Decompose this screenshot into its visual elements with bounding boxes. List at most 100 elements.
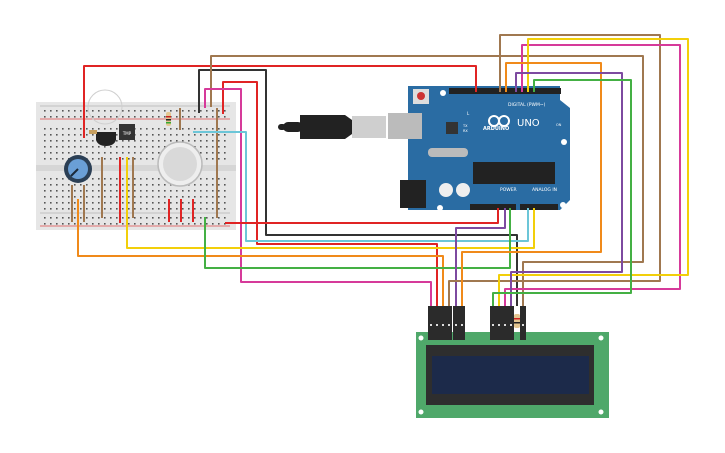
breadboard-hole[interactable] <box>56 217 58 219</box>
breadboard-hole[interactable] <box>104 217 106 219</box>
breadboard-hole[interactable] <box>50 196 52 198</box>
breadboard-hole[interactable] <box>50 146 52 148</box>
breadboard-hole[interactable] <box>182 217 184 219</box>
breadboard-hole[interactable] <box>56 128 58 130</box>
breadboard-hole[interactable] <box>194 116 196 118</box>
breadboard-hole[interactable] <box>224 178 226 180</box>
breadboard-hole[interactable] <box>218 134 220 136</box>
breadboard-hole[interactable] <box>74 110 76 112</box>
breadboard-hole[interactable] <box>134 146 136 148</box>
breadboard-hole[interactable] <box>86 184 88 186</box>
breadboard-hole[interactable] <box>104 196 106 198</box>
breadboard-hole[interactable] <box>128 110 130 112</box>
breadboard-hole[interactable] <box>206 158 208 160</box>
breadboard-hole[interactable] <box>200 190 202 192</box>
wire-brown[interactable] <box>448 34 661 306</box>
breadboard-hole[interactable] <box>158 146 160 148</box>
breadboard-hole[interactable] <box>128 158 130 160</box>
breadboard-hole[interactable] <box>212 116 214 118</box>
breadboard-hole[interactable] <box>92 196 94 198</box>
breadboard-hole[interactable] <box>224 146 226 148</box>
breadboard-hole[interactable] <box>164 146 166 148</box>
breadboard-hole[interactable] <box>194 110 196 112</box>
breadboard-hole[interactable] <box>50 152 52 154</box>
breadboard-hole[interactable] <box>176 116 178 118</box>
breadboard-hole[interactable] <box>158 152 160 154</box>
arduino-uno[interactable]: DIGITAL (PWM~) ARDUINO UNO POWER ANALOG … <box>388 86 570 211</box>
breadboard-hole[interactable] <box>140 134 142 136</box>
breadboard-hole[interactable] <box>50 158 52 160</box>
breadboard-hole[interactable] <box>98 190 100 192</box>
breadboard-hole[interactable] <box>140 208 142 210</box>
breadboard-hole[interactable] <box>212 152 214 154</box>
breadboard-hole[interactable] <box>74 223 76 225</box>
breadboard-hole[interactable] <box>68 217 70 219</box>
breadboard-hole[interactable] <box>74 146 76 148</box>
breadboard-hole[interactable] <box>110 178 112 180</box>
breadboard-hole[interactable] <box>176 190 178 192</box>
breadboard-hole[interactable] <box>206 202 208 204</box>
breadboard-hole[interactable] <box>152 140 154 142</box>
header-pin[interactable] <box>446 306 452 340</box>
breadboard-hole[interactable] <box>62 208 64 210</box>
breadboard-hole[interactable] <box>68 202 70 204</box>
breadboard-hole[interactable] <box>218 217 220 219</box>
breadboard-hole[interactable] <box>134 116 136 118</box>
breadboard-hole[interactable] <box>134 110 136 112</box>
breadboard-hole[interactable] <box>50 223 52 225</box>
breadboard-hole[interactable] <box>218 190 220 192</box>
breadboard-hole[interactable] <box>194 190 196 192</box>
wire-green[interactable] <box>204 208 511 269</box>
breadboard-hole[interactable] <box>92 146 94 148</box>
breadboard-hole[interactable] <box>62 178 64 180</box>
breadboard-hole[interactable] <box>122 184 124 186</box>
breadboard-hole[interactable] <box>50 178 52 180</box>
gas-sensor[interactable] <box>157 141 203 187</box>
breadboard-hole[interactable] <box>218 128 220 130</box>
breadboard-hole[interactable] <box>218 196 220 198</box>
breadboard-hole[interactable] <box>128 223 130 225</box>
breadboard-hole[interactable] <box>92 152 94 154</box>
breadboard-hole[interactable] <box>224 202 226 204</box>
breadboard-hole[interactable] <box>122 158 124 160</box>
breadboard-hole[interactable] <box>134 202 136 204</box>
breadboard-hole[interactable] <box>182 208 184 210</box>
breadboard-hole[interactable] <box>224 128 226 130</box>
breadboard-hole[interactable] <box>86 128 88 130</box>
breadboard-hole[interactable] <box>200 223 202 225</box>
breadboard-hole[interactable] <box>44 196 46 198</box>
analog-header[interactable] <box>520 204 558 210</box>
breadboard-hole[interactable] <box>182 196 184 198</box>
wire-yellow[interactable] <box>498 38 689 306</box>
breadboard-hole[interactable] <box>140 190 142 192</box>
breadboard-hole[interactable] <box>104 152 106 154</box>
breadboard-hole[interactable] <box>200 134 202 136</box>
breadboard-hole[interactable] <box>164 110 166 112</box>
breadboard-hole[interactable] <box>92 202 94 204</box>
breadboard-hole[interactable] <box>44 217 46 219</box>
breadboard-hole[interactable] <box>56 202 58 204</box>
breadboard-hole[interactable] <box>146 140 148 142</box>
wire-orange[interactable] <box>461 62 602 306</box>
breadboard-hole[interactable] <box>86 134 88 136</box>
breadboard-hole[interactable] <box>164 134 166 136</box>
breadboard-hole[interactable] <box>104 190 106 192</box>
breadboard-hole[interactable] <box>224 152 226 154</box>
breadboard-hole[interactable] <box>86 146 88 148</box>
breadboard-hole[interactable] <box>92 190 94 192</box>
breadboard-hole[interactable] <box>116 217 118 219</box>
breadboard-hole[interactable] <box>98 128 100 130</box>
header-pin[interactable] <box>508 306 514 340</box>
breadboard-hole[interactable] <box>134 178 136 180</box>
breadboard-hole[interactable] <box>56 178 58 180</box>
breadboard-hole[interactable] <box>218 158 220 160</box>
resistor[interactable] <box>166 112 171 126</box>
breadboard-hole[interactable] <box>152 217 154 219</box>
breadboard-hole[interactable] <box>128 196 130 198</box>
breadboard-hole[interactable] <box>194 217 196 219</box>
breadboard-hole[interactable] <box>56 140 58 142</box>
breadboard-hole[interactable] <box>86 116 88 118</box>
breadboard-hole[interactable] <box>212 190 214 192</box>
breadboard-hole[interactable] <box>158 110 160 112</box>
breadboard-hole[interactable] <box>140 202 142 204</box>
